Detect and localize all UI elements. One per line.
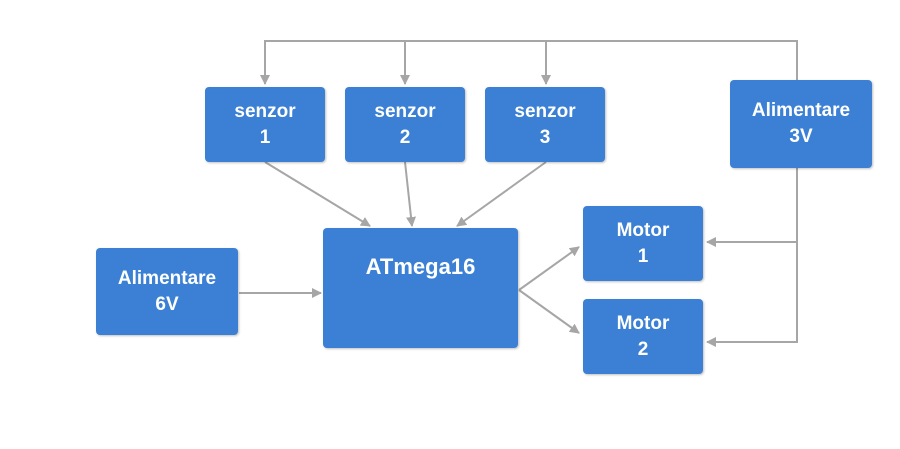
node-senzor-1: senzor 1 xyxy=(205,87,325,162)
node-atmega16: ATmega16 xyxy=(323,228,518,348)
edge-atmega-motor1 xyxy=(518,246,580,291)
node-motor-2-line1: Motor xyxy=(616,312,670,334)
node-motor-1: Motor 1 xyxy=(583,206,703,281)
edge-alim3v-senzor1 xyxy=(260,40,798,85)
node-alimentare-3v-line1: Alimentare xyxy=(751,100,851,121)
node-alimentare-3v: Alimentare 3V xyxy=(730,80,872,168)
edge-alim3v-motor1 xyxy=(706,168,798,247)
edge-alim3v-motor2 xyxy=(706,242,798,347)
node-senzor-3-line2: 3 xyxy=(539,126,551,148)
node-motor-1-line2: 1 xyxy=(637,245,649,267)
node-senzor-1-line2: 1 xyxy=(259,126,271,148)
node-senzor-2: senzor 2 xyxy=(345,87,465,162)
node-senzor-1-line1: senzor xyxy=(234,100,296,122)
node-motor-1-line1: Motor xyxy=(616,219,670,241)
node-motor-2: Motor 2 xyxy=(583,299,703,374)
node-senzor-2-line2: 2 xyxy=(399,126,411,148)
node-alimentare-6v: Alimentare 6V xyxy=(96,248,238,335)
edge-atmega-motor2 xyxy=(518,289,580,334)
node-senzor-3: senzor 3 xyxy=(485,87,605,162)
node-senzor-2-line1: senzor xyxy=(374,100,436,122)
node-alimentare-6v-line2: 6V xyxy=(155,293,179,315)
edge-senzor3-atmega xyxy=(456,161,547,227)
edge-senzor2-atmega xyxy=(404,161,416,227)
node-atmega16-label: ATmega16 xyxy=(365,254,476,279)
edge-senzor1-atmega xyxy=(264,161,371,227)
node-alimentare-3v-line2: 3V xyxy=(789,126,813,147)
node-alimentare-6v-line1: Alimentare xyxy=(117,267,217,289)
node-senzor-3-line1: senzor xyxy=(514,100,576,122)
node-motor-2-line2: 2 xyxy=(637,338,649,360)
